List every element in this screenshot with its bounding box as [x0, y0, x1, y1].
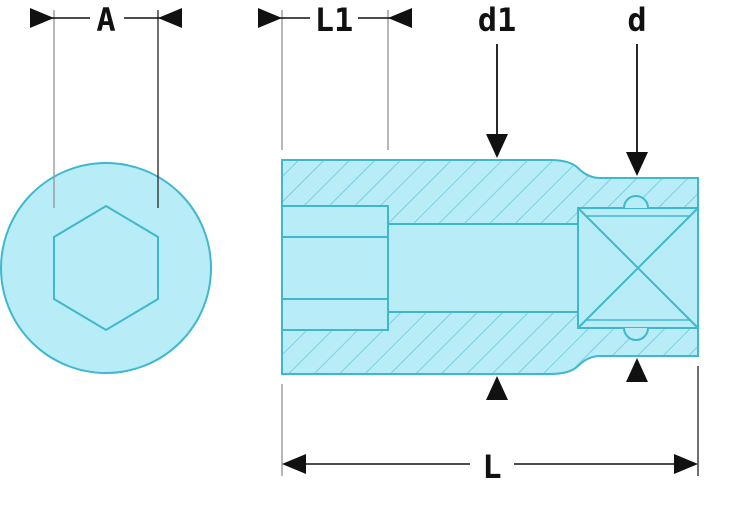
- label-d1: d1: [478, 1, 517, 39]
- label-l: L: [482, 448, 501, 486]
- end-view: A: [0, 1, 212, 374]
- side-section-view: L1 d1 d L: [258, 1, 699, 486]
- arrowhead-l-left: [282, 454, 306, 474]
- detent-notch-bottom: [623, 327, 649, 341]
- label-l1: L1: [315, 1, 354, 39]
- detent-notch-top: [623, 195, 649, 209]
- through-bore: [387, 223, 581, 313]
- arrowhead-d-bottom: [626, 358, 648, 382]
- label-a: A: [96, 1, 115, 39]
- arrowhead-d-top: [626, 152, 648, 176]
- arrowhead-l1-left: [258, 8, 282, 28]
- arrowhead-l-right: [674, 454, 698, 474]
- label-d: d: [627, 1, 646, 39]
- hex-opening: [53, 204, 159, 332]
- square-drive-diagonal-2: [577, 207, 699, 329]
- arrowhead-d1-top: [486, 134, 508, 158]
- hex-bore: [281, 205, 389, 331]
- arrowhead-a-left: [30, 8, 54, 28]
- arrowhead-d1-bottom: [486, 376, 508, 400]
- arrowhead-l1-right: [388, 8, 412, 28]
- arrowhead-a-right: [158, 8, 182, 28]
